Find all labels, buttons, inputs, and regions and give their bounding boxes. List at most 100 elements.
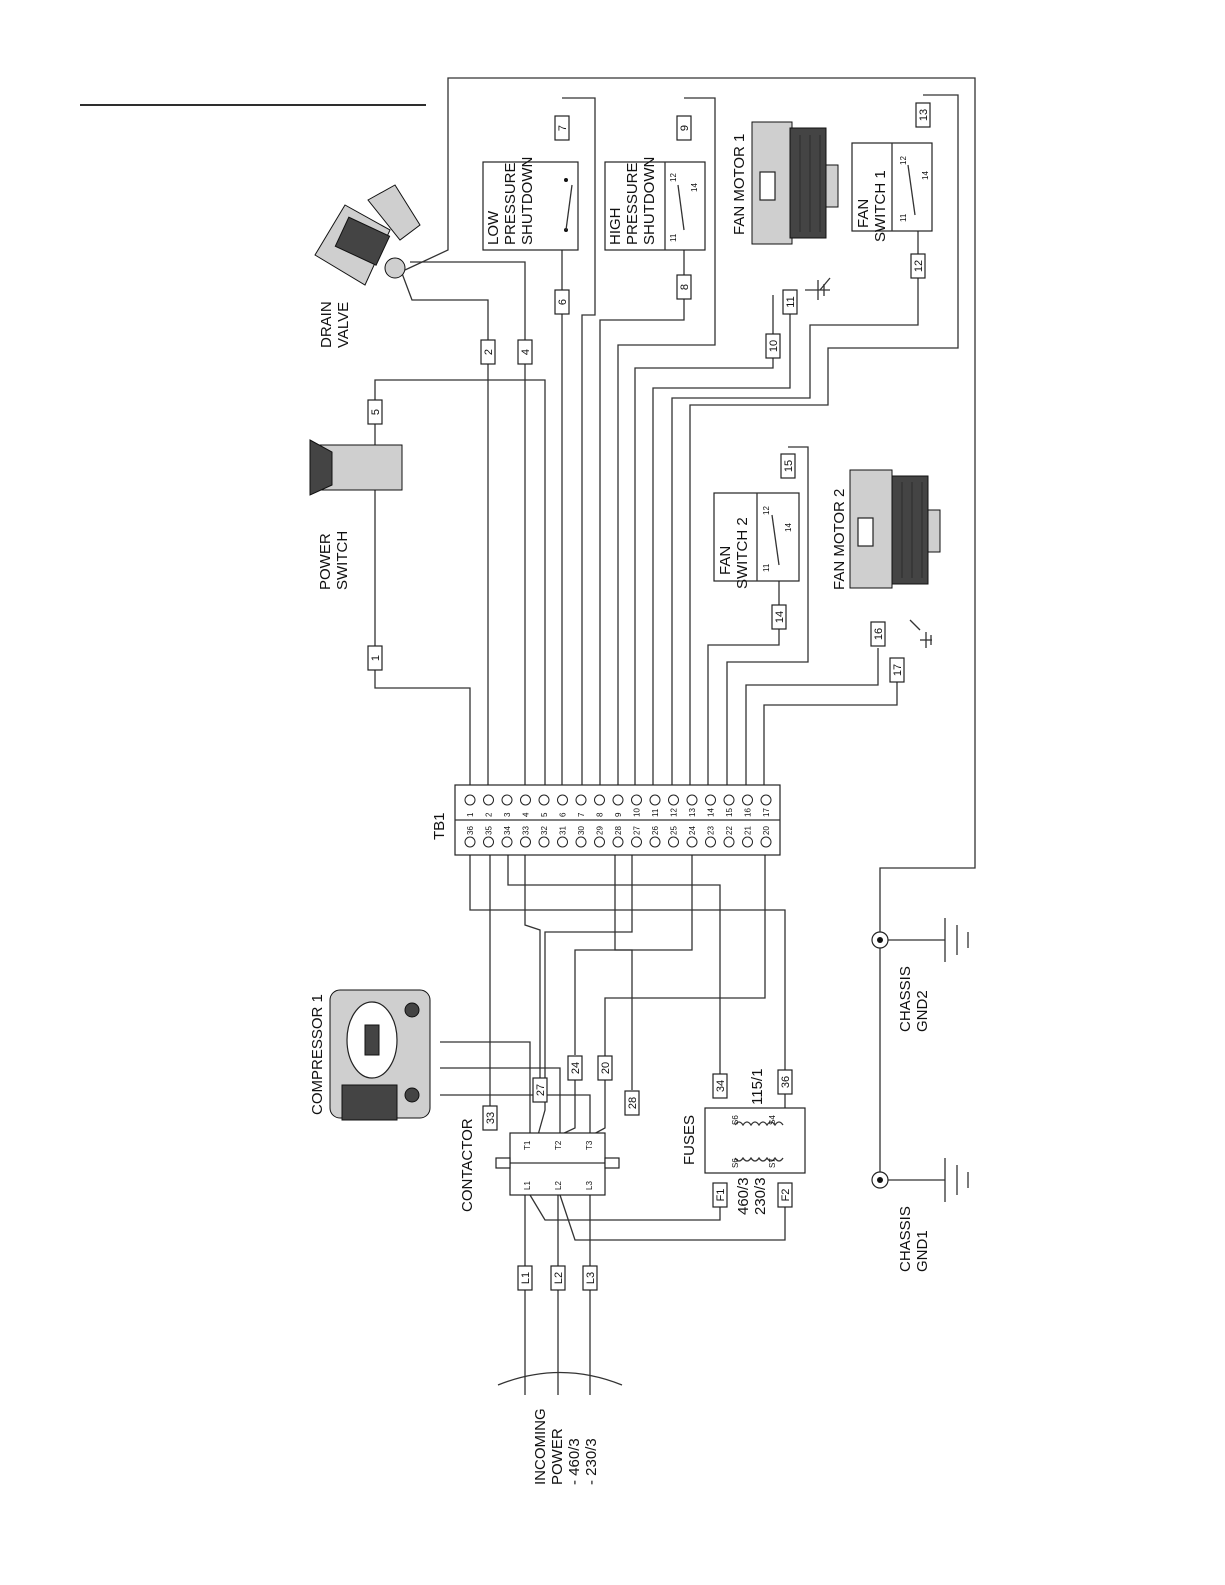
tb1-terminal-top: 14 — [707, 808, 716, 817]
svg-text:1: 1 — [370, 655, 382, 661]
fs1-contact-12: 12 — [899, 156, 908, 165]
wire-tag-33: 33 — [482, 1105, 498, 1131]
tb1-terminal-bottom: 22 — [725, 826, 734, 835]
fan-switch-1 — [851, 142, 933, 232]
tb1-terminal-bottom: 24 — [688, 826, 697, 835]
fan-motor-2-label: FAN MOTOR 2 — [831, 489, 848, 590]
wire-tag-27: 27 — [532, 1077, 548, 1103]
tb1-terminal-top: 11 — [651, 808, 660, 817]
drain-valve-label: DRAIN VALVE — [318, 297, 352, 348]
contactor-t1: T1 — [523, 1140, 532, 1150]
svg-text:33: 33 — [485, 1112, 497, 1124]
tb1-terminal-bottom: 20 — [762, 826, 771, 835]
fs2-contact-11: 11 — [762, 563, 771, 572]
tb1-terminal-top: 5 — [540, 812, 549, 817]
fs2-contact-12: 12 — [762, 506, 771, 515]
fs2-contact-14: 14 — [784, 523, 793, 532]
hp-contact-11: 11 — [669, 233, 678, 242]
fuses-label: FUSES — [681, 1115, 698, 1165]
wire-tag-24: 24 — [567, 1055, 583, 1081]
chassis-gnd1-symbol — [871, 1158, 969, 1202]
svg-text:16: 16 — [873, 628, 885, 640]
svg-text:5: 5 — [370, 409, 382, 415]
tb1-terminal-bottom: 33 — [522, 826, 531, 835]
wire-tag-5: 5 — [367, 399, 383, 425]
svg-text:20: 20 — [600, 1062, 612, 1074]
svg-text:7: 7 — [557, 125, 569, 131]
wire-tag-11: 11 — [782, 289, 798, 315]
wire-tag-15: 15 — [780, 453, 796, 479]
fan-motor-1-picture — [751, 121, 839, 245]
fan-motor-2-ground — [920, 632, 932, 648]
fuses-block — [704, 1107, 806, 1174]
svg-text:34: 34 — [715, 1080, 727, 1092]
svg-text:24: 24 — [570, 1062, 582, 1074]
contactor-block — [495, 1132, 620, 1196]
wire-tag-4: 4 — [517, 339, 533, 365]
fuse-s7: S7 — [768, 1158, 777, 1168]
contactor-t2: T2 — [554, 1140, 563, 1150]
svg-text:9: 9 — [679, 125, 691, 131]
fuse-s6-bottom: S6 — [731, 1158, 740, 1168]
svg-text:6: 6 — [557, 299, 569, 305]
contactor-label: CONTACTOR — [459, 1118, 476, 1212]
chassis-gnd2-symbol — [871, 918, 969, 962]
compressor-picture — [329, 989, 431, 1121]
tb1-terminal-top: 10 — [633, 808, 642, 817]
tb1-terminal-bottom: 27 — [633, 826, 642, 835]
fan-motor-2-picture — [849, 469, 941, 589]
wire-tag-28: 28 — [624, 1090, 640, 1116]
svg-text:15: 15 — [783, 460, 795, 472]
wire-tag-6: 6 — [554, 289, 570, 315]
fuse-s6-top: S6 — [731, 1115, 740, 1125]
tb1-terminal-bottom: 28 — [614, 826, 623, 835]
svg-text:L1: L1 — [520, 1272, 532, 1284]
wire-tag-17: 17 — [889, 657, 905, 683]
hp-contact-12: 12 — [669, 173, 678, 182]
tb1-terminal-bottom: 23 — [707, 826, 716, 835]
svg-text:13: 13 — [918, 109, 930, 121]
svg-text:L2: L2 — [553, 1272, 565, 1284]
tb1-terminal-top: 16 — [744, 808, 753, 817]
svg-text:2: 2 — [483, 349, 495, 355]
wire-tag-36: 36 — [777, 1069, 793, 1095]
chassis-gnd2-label: CHASSIS GND2 — [897, 962, 931, 1032]
svg-text:F1: F1 — [715, 1189, 727, 1202]
fan-switch-2-label: FAN SWITCH 2 — [717, 517, 751, 589]
tb1-terminal-top: 2 — [485, 812, 494, 817]
fan-switch-2 — [713, 492, 800, 582]
wire-tag-2: 2 — [480, 339, 496, 365]
contactor-l3: L3 — [585, 1181, 594, 1190]
wire-tag-7: 7 — [554, 115, 570, 141]
tb1-terminal-top: 7 — [577, 812, 586, 817]
tb1-terminal-bottom: 34 — [503, 826, 512, 835]
tb1-terminal-top: 9 — [614, 812, 623, 817]
svg-text:F2: F2 — [780, 1189, 792, 1202]
wire-tag-f2: F2 — [777, 1182, 793, 1208]
tb1-terminal-bottom: 31 — [559, 826, 568, 835]
wire-tag-34: 34 — [712, 1073, 728, 1099]
fuse-s4: S4 — [768, 1115, 777, 1125]
tb1-terminal-bottom: 30 — [577, 826, 586, 835]
high-pressure-label: HIGH PRESSURE SHUTDOWN — [607, 157, 658, 245]
wire-tag-16: 16 — [870, 621, 886, 647]
voltage-secondary-label: 115/1 — [749, 1069, 766, 1105]
device-labels: DRAIN VALVE POWER SWITCH LOW PRESSURE SH… — [309, 134, 931, 1485]
wire-tag-12: 12 — [910, 253, 926, 279]
wire-tag-8: 8 — [676, 274, 692, 300]
contactor-l2: L2 — [554, 1181, 563, 1190]
fan-motor-1-ground — [805, 280, 830, 300]
wire-tag-20: 20 — [597, 1055, 613, 1081]
wire-tag-f1: F1 — [712, 1182, 728, 1208]
svg-text:12: 12 — [913, 260, 925, 272]
svg-text:11: 11 — [785, 296, 797, 307]
svg-text:4: 4 — [520, 349, 532, 355]
fuse-terminal-labels: S6 S6 S4 S7 — [731, 1115, 777, 1168]
tb1-label: TB1 — [431, 812, 448, 840]
fs1-contact-14: 14 — [921, 171, 930, 180]
high-pressure-shutdown — [604, 161, 706, 251]
tb1-terminal-top: 4 — [522, 812, 531, 817]
svg-text:L3: L3 — [585, 1272, 597, 1284]
